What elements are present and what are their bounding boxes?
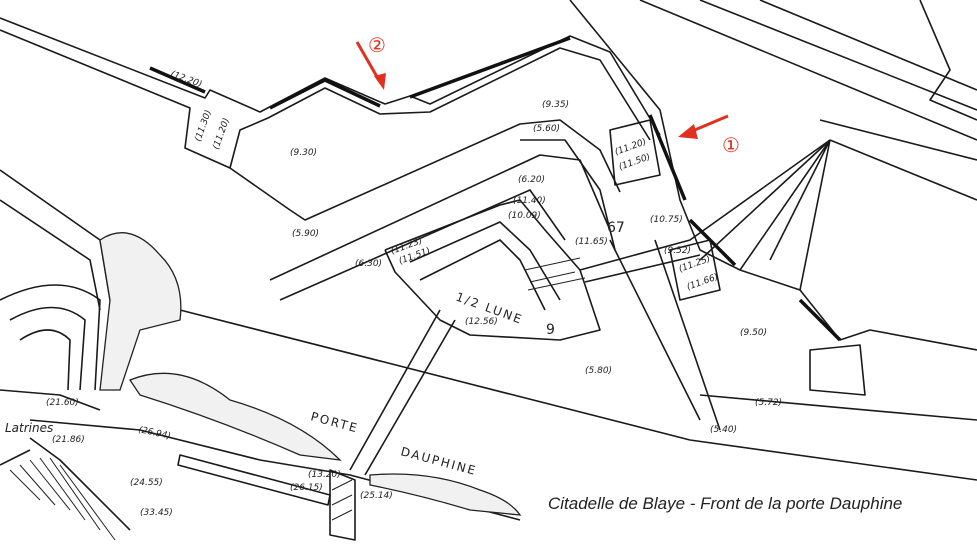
label-latrines: Latrines [5,421,53,435]
elevation: (6.20) [518,175,545,185]
elevation: (26.15) [290,483,323,493]
elevation: (12.20) [169,69,203,90]
elevation: (10.75) [650,215,683,225]
elevation: (9.50) [740,328,767,338]
elevation: (11.40) [513,196,546,206]
elevation: (6.30) [355,259,382,269]
elevation: (11.20) [211,117,232,151]
vegetation [99,232,522,516]
elevation: (5.90) [292,229,319,239]
elevation: (9.52) [664,246,691,256]
label-porte: PORTE [309,409,360,435]
elevation: (21.60) [46,398,79,408]
arrow-icon [689,114,729,134]
map-caption: Citadelle de Blaye - Front de la porte D… [548,494,903,513]
label-9: 9 [546,322,555,338]
elevation: (10.09) [508,211,541,221]
marker-2: ② [368,33,386,57]
elevation: (5.72) [755,398,782,408]
label-dauphine: DAUPHINE [399,444,478,478]
elevation: (26.94) [137,425,171,442]
elevation: (21.86) [52,435,85,445]
red-arrows: ② ① [355,33,740,157]
elevation: (9.35) [542,100,569,110]
elevation: (11.65) [575,237,608,247]
elevation: (13.20) [308,470,341,480]
elevation: (9.30) [290,148,317,158]
elevation: (12.56) [465,317,498,327]
rampart-lines [0,0,977,541]
elevation: (25.14) [360,491,393,501]
elevation: (11.66) [686,272,720,293]
elevation: (11.25) [678,254,712,275]
elevation: (5.40) [710,425,737,435]
arrow-icon [355,41,382,83]
label-67: 67 [607,220,625,236]
elevation: (11.30) [193,109,214,143]
marker-1: ① [722,133,740,157]
elevation: (5.60) [533,124,560,134]
elevation: (24.55) [130,478,163,488]
elevation: (5.80) [585,366,612,376]
elevation: (33.45) [140,508,173,518]
